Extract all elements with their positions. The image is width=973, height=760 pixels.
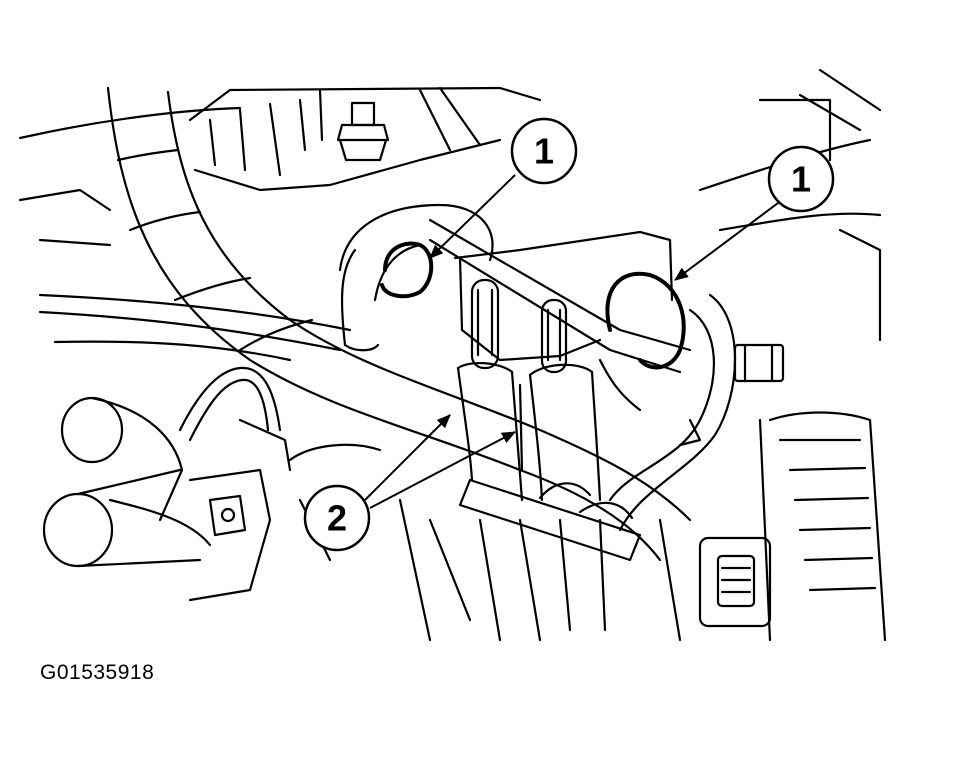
callout-1-arrow-left (429, 174, 516, 259)
callout-1-right: 1 (767, 145, 835, 213)
callout-1-arrow-right (674, 199, 783, 281)
line-art (18, 68, 887, 642)
callout-2-label: 2 (327, 498, 347, 539)
callout-1-right-label: 1 (791, 159, 811, 200)
figure-id: G01535918 (40, 661, 155, 684)
callout-1-left: 1 (510, 117, 578, 185)
callout-arrows (364, 174, 783, 509)
callout-2-arrow-b (369, 431, 517, 509)
callout-1-left-label: 1 (534, 131, 554, 172)
callout-2-arrow-a (364, 414, 451, 501)
callout-2: 2 (303, 484, 371, 552)
